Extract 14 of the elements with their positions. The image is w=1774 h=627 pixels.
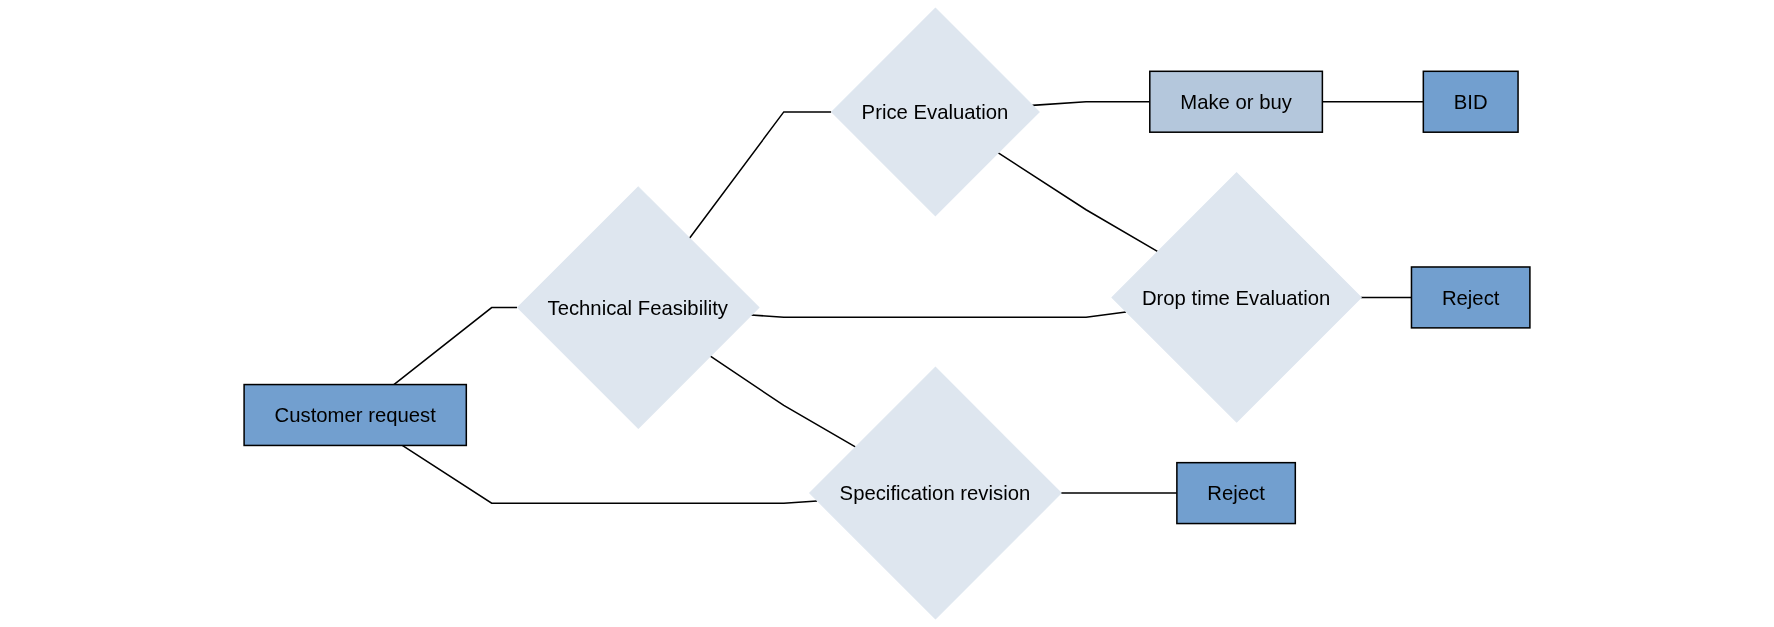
connector (401, 444, 818, 504)
node-diamond: Specification revision (808, 366, 1062, 620)
node-box: Make or buy (1149, 70, 1324, 133)
node-box: Reject (1410, 266, 1531, 329)
node-diamond: Drop time Evaluation (1111, 172, 1362, 423)
connector (688, 111, 832, 240)
connector (997, 151, 1159, 253)
node-diamond: Technical Feasibility (516, 186, 760, 429)
node-box: BID (1422, 70, 1519, 133)
node-diamond: Price Evaluation (830, 7, 1040, 217)
node-box: Reject (1176, 461, 1297, 525)
connector (393, 306, 518, 386)
node-box: Customer request (243, 383, 468, 447)
connector (709, 355, 857, 448)
